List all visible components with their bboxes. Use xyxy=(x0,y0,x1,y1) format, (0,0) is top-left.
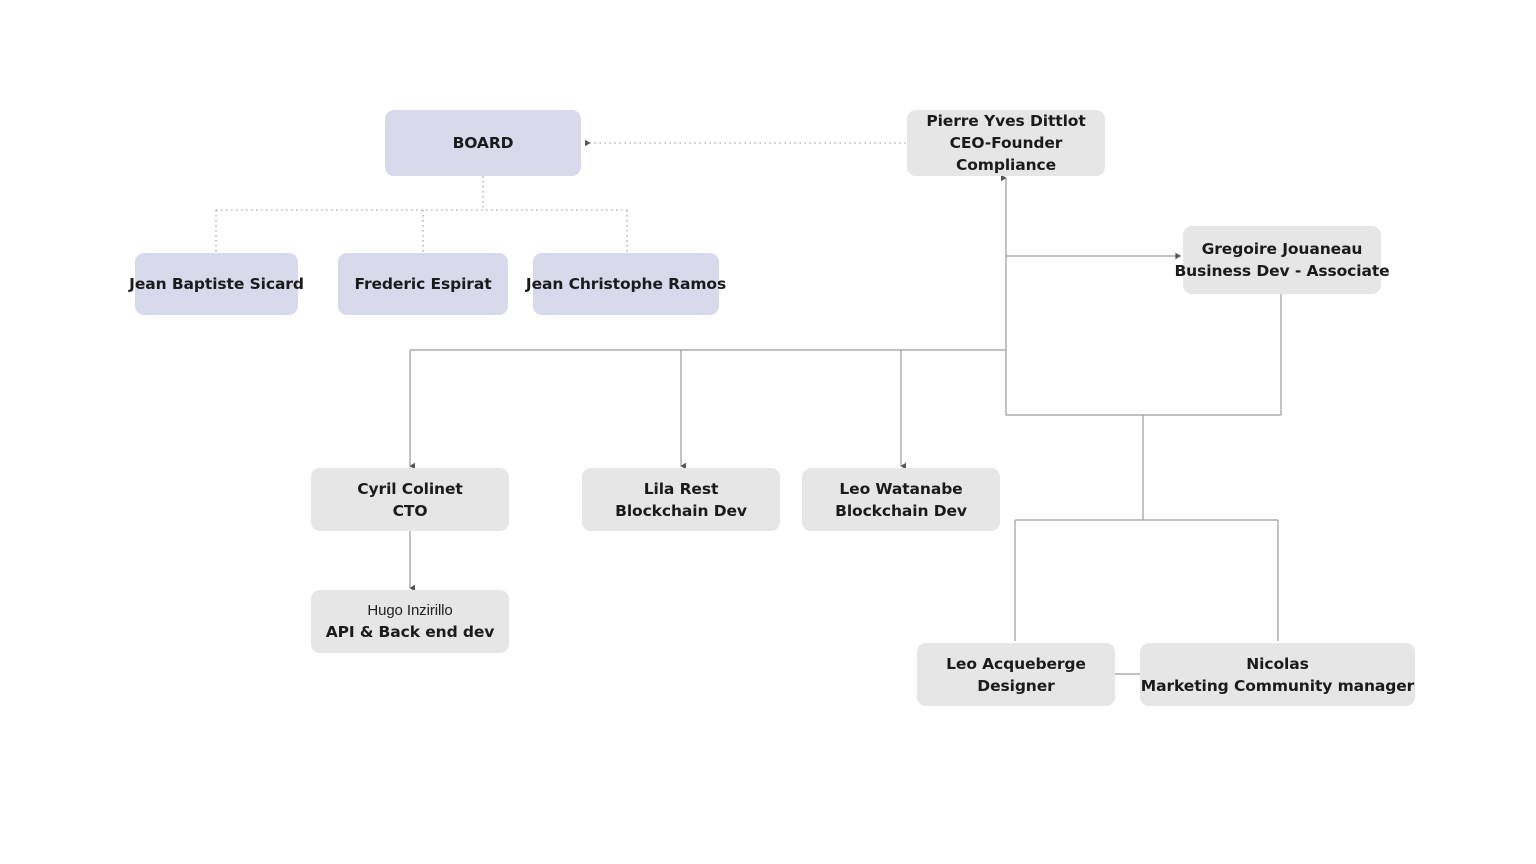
node-leoacq-line-1: Leo Acqueberge xyxy=(946,654,1086,673)
node-hugo-line-1: Hugo Inzirillo xyxy=(367,601,453,619)
node-pierre-yves-dittlot[interactable]: Pierre Yves Dittlot CEO-Founder Complian… xyxy=(907,110,1105,176)
node-leo-watanabe[interactable]: Leo Watanabe Blockchain Dev xyxy=(802,468,1000,531)
node-cyril-colinet[interactable]: Cyril Colinet CTO xyxy=(311,468,509,531)
node-nicolas-line-2: Marketing Community manager xyxy=(1140,676,1415,695)
node-jean-christophe-ramos[interactable]: Jean Christophe Ramos xyxy=(526,253,726,315)
node-ceo-line-2: CEO-Founder xyxy=(949,134,1063,152)
node-leo-acqueberge[interactable]: Leo Acqueberge Designer xyxy=(917,643,1115,706)
node-ceo-line-3: Compliance xyxy=(955,156,1057,174)
node-jean-baptiste-sicard[interactable]: Jean Baptiste Sicard xyxy=(129,253,304,315)
node-board-line-1: BOARD xyxy=(452,134,514,152)
node-gregoire-line-2: Business Dev - Associate xyxy=(1174,262,1390,280)
node-nicolas[interactable]: Nicolas Marketing Community manager xyxy=(1140,643,1415,706)
node-espirat-line-1: Frederic Espirat xyxy=(354,275,492,293)
node-frederic-espirat[interactable]: Frederic Espirat xyxy=(338,253,508,315)
node-sicard-line-1: Jean Baptiste Sicard xyxy=(129,275,304,293)
node-gregoire-line-1: Gregoire Jouaneau xyxy=(1201,240,1363,258)
node-cyril-line-2: CTO xyxy=(392,501,428,520)
node-ceo-line-1: Pierre Yves Dittlot xyxy=(926,112,1086,130)
node-nicolas-line-1: Nicolas xyxy=(1246,654,1309,673)
node-hugo-line-2: API & Back end dev xyxy=(325,623,495,642)
node-lila-rest[interactable]: Lila Rest Blockchain Dev xyxy=(582,468,780,531)
node-gregoire-jouaneau[interactable]: Gregoire Jouaneau Business Dev - Associa… xyxy=(1174,226,1390,294)
node-cyril-line-1: Cyril Colinet xyxy=(357,479,463,498)
node-ramos-line-1: Jean Christophe Ramos xyxy=(525,275,727,293)
node-leoacq-line-2: Designer xyxy=(977,676,1055,695)
node-leow-line-2: Blockchain Dev xyxy=(835,501,967,520)
node-lila-line-1: Lila Rest xyxy=(643,479,719,498)
node-leow-line-1: Leo Watanabe xyxy=(839,479,963,498)
node-hugo-inzirillo[interactable]: Hugo Inzirillo API & Back end dev xyxy=(311,590,509,653)
node-lila-line-2: Blockchain Dev xyxy=(615,501,747,520)
node-board[interactable]: BOARD xyxy=(385,110,581,176)
